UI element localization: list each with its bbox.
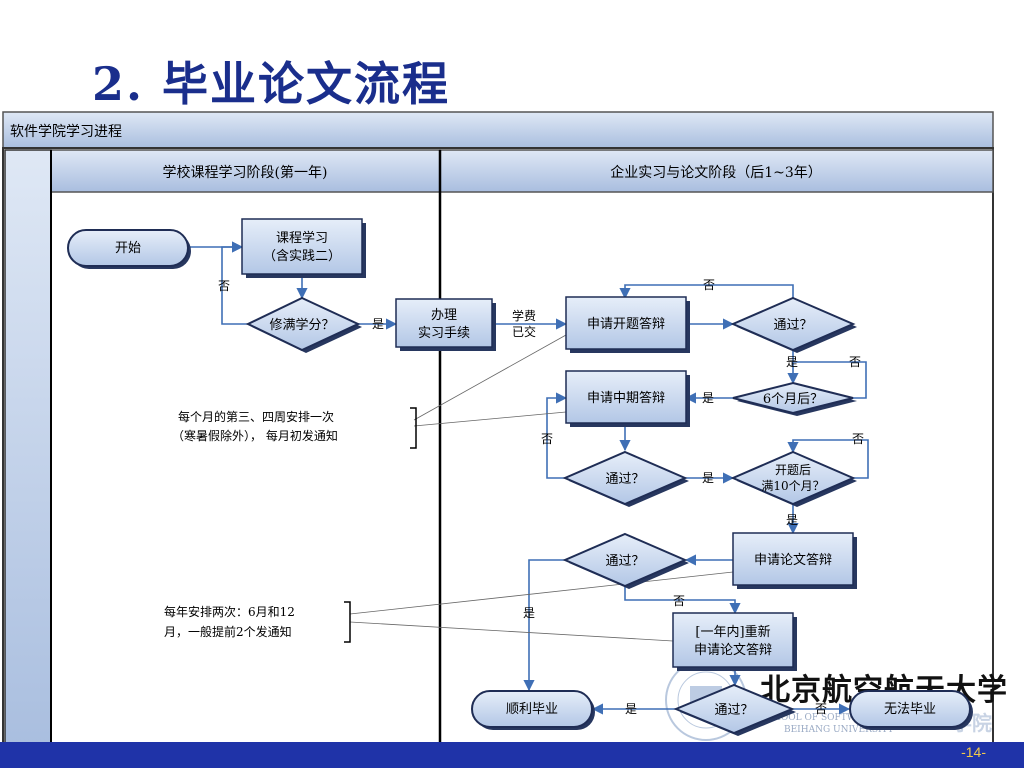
- footer-bar: [0, 742, 1024, 768]
- start-node: 开始: [67, 229, 191, 269]
- page-number: -14-: [961, 744, 986, 760]
- schedule-note-1-line1: 每个月的第三、四周安排一次: [178, 409, 334, 424]
- credits-decision-label: 修满学分？: [269, 317, 334, 333]
- course-study-label-line2: （含实践二）: [263, 248, 341, 264]
- start-label: 开始: [115, 241, 141, 256]
- ten-months-label-line1: 开题后: [775, 463, 811, 477]
- graduate-label: 顺利毕业: [506, 702, 558, 717]
- redefense-box: [一年内]重新 申请论文答辩: [672, 612, 797, 671]
- proposal-defense-label: 申请开题答辩: [587, 316, 665, 332]
- pass-decision-3: 通过？: [562, 532, 689, 589]
- pass-decision-4: 通过？: [673, 683, 796, 736]
- course-study-box: 课程学习 （含实践二）: [241, 218, 366, 278]
- midterm-defense-label: 申请中期答辩: [587, 390, 665, 406]
- slide-title: 2. 毕业论文流程: [92, 57, 451, 111]
- schedule-note-2-line1: 每年安排两次：6月和12: [164, 604, 295, 619]
- edge-label-six-months-yes: 是: [702, 391, 714, 405]
- pool-title: 软件学院学习进程: [10, 124, 122, 140]
- edge-label-pass2-yes: 是: [702, 471, 714, 485]
- edge-label-pass4-yes: 是: [625, 702, 637, 716]
- redefense-label-line2: 申请论文答辩: [694, 642, 772, 658]
- internship-label-line1: 办理: [431, 308, 457, 323]
- pass-decision-2-label: 通过？: [605, 472, 644, 487]
- logo-english-line1: SCHOOL OF SOFTWARE: [760, 713, 875, 723]
- fail-label: 无法毕业: [884, 702, 936, 717]
- edge-label-pass1-no: 否: [703, 278, 715, 292]
- pass-decision-1-label: 通过？: [773, 318, 812, 333]
- ten-months-decision: 开题后 满10个月？: [730, 450, 857, 507]
- six-months-decision: 6个月后？: [732, 381, 857, 416]
- pool-frame: [2, 111, 994, 753]
- edge-label-six-months-no: 否: [849, 355, 861, 369]
- logo-english-line2: BEIHANG UNIVERSITY: [784, 725, 895, 735]
- midterm-defense-box: 申请中期答辩: [565, 370, 690, 427]
- fail-node: 无法毕业: [849, 690, 973, 730]
- edge-label-fee-line1: 学费: [512, 308, 536, 323]
- edge-label-ten-months-no: 否: [852, 432, 864, 446]
- edge-label-ten-months-yes: 是: [786, 513, 798, 527]
- proposal-defense-box: 申请开题答辩: [565, 296, 690, 353]
- lane-title-first-year: 学校课程学习阶段(第一年): [163, 164, 328, 181]
- connectors: [189, 241, 869, 715]
- pass-decision-4-label: 通过？: [714, 703, 753, 718]
- note-callout-lines: [349, 334, 734, 642]
- lane-title-internship: 企业实习与论文阶段（后1~3年）: [610, 164, 822, 181]
- edge-label-credits-no: 否: [218, 279, 230, 293]
- edge-label-credits-yes: 是: [372, 317, 384, 331]
- pass-decision-3-label: 通过？: [605, 554, 644, 569]
- course-study-label-line1: 课程学习: [276, 230, 328, 246]
- schedule-note-1-line2: （寒暑假除外）， 每月初发通知: [172, 428, 338, 443]
- credits-decision: 修满学分？: [245, 296, 362, 353]
- edge-label-pass2-no: 否: [541, 432, 553, 446]
- edge-label-pass4-no: 否: [815, 702, 827, 716]
- internship-procedure-box: 办理 实习手续: [395, 298, 496, 351]
- schedule-note-2-line2: 月，一般提前2个发通知: [164, 624, 292, 639]
- pass-decision-1: 通过？: [730, 296, 857, 353]
- ten-months-label-line2: 满10个月？: [761, 479, 824, 493]
- edge-label-pass3-yes: 是: [523, 606, 535, 620]
- edge-label-fee-line2: 已交: [512, 324, 536, 339]
- thesis-defense-label: 申请论文答辩: [754, 552, 832, 568]
- six-months-label: 6个月后？: [763, 392, 823, 407]
- edge-label-pass3-no: 否: [673, 594, 685, 608]
- redefense-label-line1: [一年内]重新: [695, 624, 770, 640]
- pass-decision-2: 通过？: [562, 450, 689, 507]
- edge-label-pass1-yes: 是: [786, 355, 798, 369]
- graduate-node: 顺利毕业: [471, 690, 595, 730]
- schedule-note-1: 每个月的第三、四周安排一次 （寒暑假除外）， 每月初发通知: [172, 407, 417, 449]
- schedule-note-2: 每年安排两次：6月和12 月，一般提前2个发通知: [164, 601, 351, 643]
- internship-label-line2: 实习手续: [418, 326, 470, 341]
- edge-labels: 否 是 学费 已交 否 是 否 是 否 否 是 是 否 是 是 否: [218, 278, 864, 716]
- thesis-defense-box: 申请论文答辩: [732, 532, 857, 589]
